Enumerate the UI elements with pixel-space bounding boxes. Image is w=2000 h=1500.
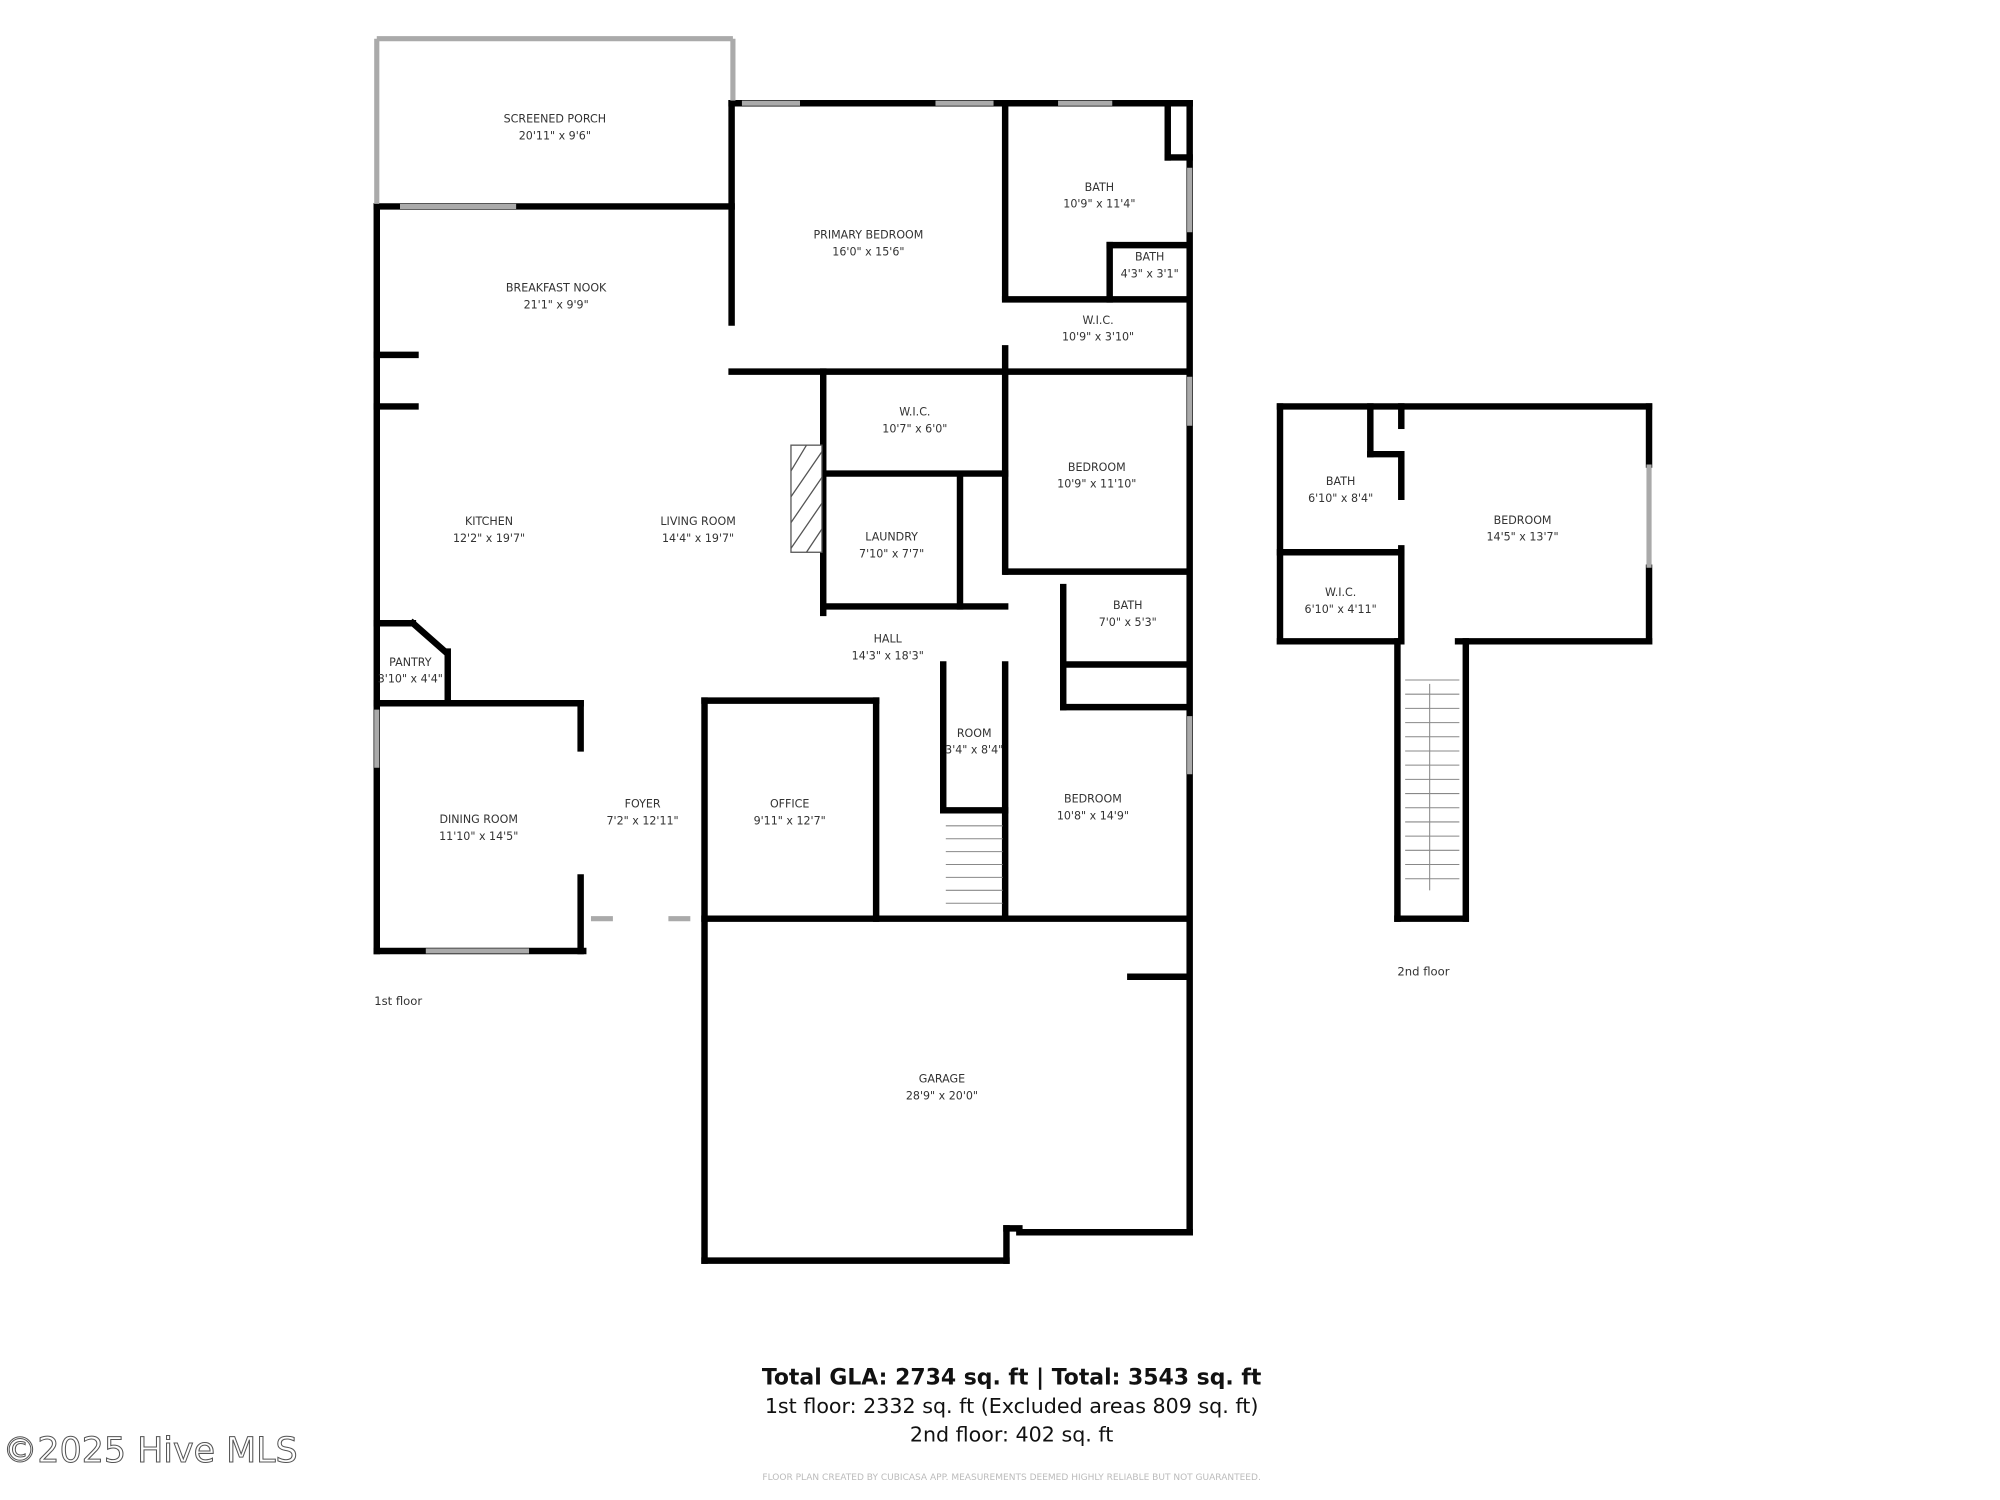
room-name: BATH bbox=[1135, 251, 1164, 264]
room-dimensions: 10'9" x 3'10" bbox=[1062, 331, 1134, 344]
room-dimensions: 6'10" x 8'4" bbox=[1308, 492, 1373, 505]
windows bbox=[374, 36, 1652, 954]
room-name: BEDROOM bbox=[1064, 793, 1122, 806]
room-name: W.I.C. bbox=[899, 405, 930, 418]
staircase-2nd-floor bbox=[1405, 679, 1460, 891]
room-dimensions: 7'0" x 5'3" bbox=[1099, 616, 1157, 629]
watermark: ©2025 Hive MLS bbox=[3, 1431, 298, 1471]
room-name: PANTRY bbox=[389, 656, 432, 669]
room-breakfast-nook: BREAKFAST NOOK 21'1" x 9'9" bbox=[506, 282, 607, 312]
room-name: BEDROOM bbox=[1494, 514, 1552, 527]
room-name: BATH bbox=[1113, 599, 1142, 612]
room-dimensions: 21'1" x 9'9" bbox=[524, 298, 589, 311]
room-pantry: PANTRY 3'10" x 4'4" bbox=[378, 656, 443, 686]
room-dimensions: 3'10" x 4'4" bbox=[378, 673, 443, 686]
room-name: DINING ROOM bbox=[439, 813, 517, 826]
room-office: OFFICE 9'11" x 12'7" bbox=[754, 798, 826, 828]
floor-label-2nd: 2nd floor bbox=[1397, 964, 1449, 978]
staircase-1st-floor bbox=[945, 825, 1003, 904]
room-dimensions: 20'11" x 9'6" bbox=[519, 129, 591, 142]
room-bath: BATH 6'10" x 8'4" bbox=[1308, 475, 1373, 505]
floor1-area: 1st floor: 2332 sq. ft (Excluded areas 8… bbox=[765, 1394, 1259, 1418]
room-bedroom: BEDROOM 10'9" x 11'10" bbox=[1057, 461, 1136, 491]
room-name: BREAKFAST NOOK bbox=[506, 282, 607, 295]
room-room: ROOM 3'4" x 8'4" bbox=[945, 727, 1003, 757]
room-dimensions: 16'0" x 15'6" bbox=[832, 245, 904, 258]
room-bath: BATH 7'0" x 5'3" bbox=[1099, 599, 1157, 629]
room-name: BATH bbox=[1085, 181, 1114, 194]
room-garage: GARAGE 28'9" x 20'0" bbox=[906, 1073, 978, 1103]
room-dimensions: 7'10" x 7'7" bbox=[859, 547, 924, 560]
room-dimensions: 14'3" x 18'3" bbox=[852, 649, 924, 662]
room-bedroom: BEDROOM 10'8" x 14'9" bbox=[1057, 793, 1129, 823]
room-dimensions: 10'9" x 11'10" bbox=[1057, 478, 1136, 491]
room-living-room: LIVING ROOM 14'4" x 19'7" bbox=[660, 515, 735, 545]
room-name: LIVING ROOM bbox=[660, 515, 735, 528]
floor-label-1st: 1st floor bbox=[374, 994, 422, 1008]
room-dimensions: 10'8" x 14'9" bbox=[1057, 809, 1129, 822]
room-name: SCREENED PORCH bbox=[504, 113, 606, 126]
room-dimensions: 14'4" x 19'7" bbox=[662, 532, 734, 545]
wall bbox=[408, 618, 450, 657]
room-dimensions: 12'2" x 19'7" bbox=[453, 532, 525, 545]
room-hall: HALL 14'3" x 18'3" bbox=[852, 633, 924, 663]
room-name: GARAGE bbox=[919, 1073, 965, 1086]
room-screened-porch: SCREENED PORCH 20'11" x 9'6" bbox=[504, 113, 606, 143]
room-name: PRIMARY BEDROOM bbox=[813, 229, 923, 242]
room-w-i-c: W.I.C. 10'9" x 3'10" bbox=[1062, 314, 1134, 344]
room-name: LAUNDRY bbox=[865, 531, 918, 544]
room-bath: BATH 10'9" x 11'4" bbox=[1063, 181, 1135, 211]
room-w-i-c: W.I.C. 10'7" x 6'0" bbox=[882, 405, 947, 435]
room-dimensions: 9'11" x 12'7" bbox=[754, 815, 826, 828]
room-name: W.I.C. bbox=[1082, 314, 1113, 327]
room-name: W.I.C. bbox=[1325, 586, 1356, 599]
floor2-area: 2nd floor: 402 sq. ft bbox=[910, 1422, 1114, 1446]
room-name: BEDROOM bbox=[1068, 461, 1126, 474]
room-bath: BATH 4'3" x 3'1" bbox=[1121, 251, 1179, 281]
room-name: BATH bbox=[1326, 475, 1355, 488]
room-w-i-c: W.I.C. 6'10" x 4'11" bbox=[1305, 586, 1377, 616]
room-dining-room: DINING ROOM 11'10" x 14'5" bbox=[439, 813, 518, 843]
room-dimensions: 10'9" x 11'4" bbox=[1063, 198, 1135, 211]
room-dimensions: 28'9" x 20'0" bbox=[906, 1089, 978, 1102]
room-dimensions: 3'4" x 8'4" bbox=[945, 744, 1003, 757]
room-name: FOYER bbox=[625, 798, 661, 811]
room-name: KITCHEN bbox=[465, 515, 513, 528]
walls bbox=[373, 100, 1653, 1264]
fireplace bbox=[790, 444, 823, 553]
room-dimensions: 4'3" x 3'1" bbox=[1121, 267, 1179, 280]
total-area: Total GLA: 2734 sq. ft | Total: 3543 sq.… bbox=[762, 1366, 1262, 1391]
disclaimer: FLOOR PLAN CREATED BY CUBICASA APP. MEAS… bbox=[762, 1473, 1260, 1483]
room-primary-bedroom: PRIMARY BEDROOM 16'0" x 15'6" bbox=[813, 229, 923, 259]
room-dimensions: 10'7" x 6'0" bbox=[882, 422, 947, 435]
room-name: HALL bbox=[874, 633, 903, 646]
room-bedroom: BEDROOM 14'5" x 13'7" bbox=[1486, 514, 1558, 544]
room-dimensions: 14'5" x 13'7" bbox=[1486, 531, 1558, 544]
room-name: ROOM bbox=[957, 727, 992, 740]
room-foyer: FOYER 7'2" x 12'11" bbox=[606, 798, 678, 828]
room-kitchen: KITCHEN 12'2" x 19'7" bbox=[453, 515, 525, 545]
room-name: OFFICE bbox=[770, 798, 809, 811]
room-laundry: LAUNDRY 7'10" x 7'7" bbox=[859, 531, 924, 561]
room-dimensions: 7'2" x 12'11" bbox=[606, 815, 678, 828]
room-dimensions: 6'10" x 4'11" bbox=[1305, 603, 1377, 616]
room-dimensions: 11'10" x 14'5" bbox=[439, 830, 518, 843]
